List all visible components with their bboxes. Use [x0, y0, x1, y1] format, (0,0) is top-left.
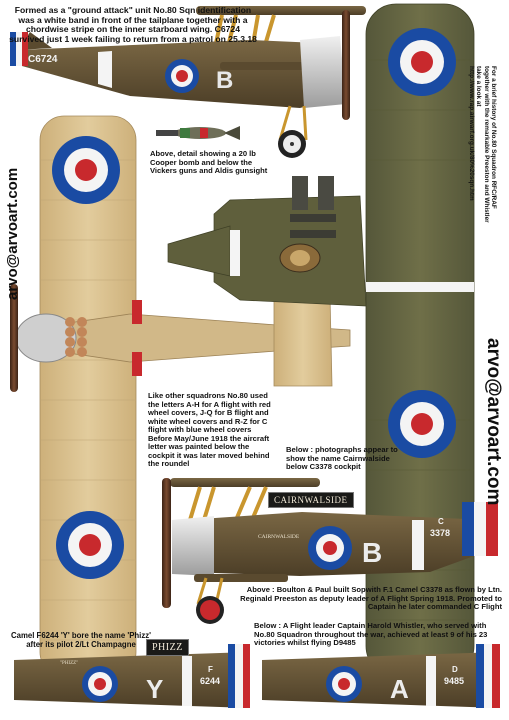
identification-band [98, 51, 112, 88]
caption-phizz: Camel F6244 'Y' bore the name 'Phizz' af… [10, 631, 151, 649]
serial-c3378-c: C [438, 517, 444, 526]
letter-a: A [390, 674, 409, 704]
caption-letters: Like other squadrons No.80 used the lett… [148, 391, 271, 468]
caption-bomb: Above, detail showing a 20 lb Cooper bom… [150, 149, 268, 175]
profile-c6724: C6724 B [10, 6, 366, 158]
serial-f6244-f: F [208, 665, 213, 674]
upper-wing [196, 6, 366, 15]
chordwise-stripe [366, 282, 474, 292]
letter-y: Y [146, 674, 163, 704]
cabane-struts [210, 14, 276, 63]
serial-d9485-d: D [452, 665, 458, 674]
profile-d9485: A D 9485 [262, 644, 500, 708]
reference-note: For a brief history of No.80 Squadron RF… [467, 66, 497, 223]
caption-photos: Below : photographs appear to show the n… [286, 445, 398, 471]
brand-email-left: arvo@arvoart.com [4, 167, 21, 300]
brand-email-right: arvo@arvoart.com [483, 338, 504, 506]
serial-f6244-num: 6244 [200, 676, 220, 686]
letter-top: B [216, 67, 233, 94]
serial-d9485-num: 9485 [444, 676, 464, 686]
plan-upperside [167, 3, 475, 677]
cowling [300, 36, 346, 108]
profile-f6244: Y "PHIZZ" F 6244 [14, 644, 250, 708]
caption-top: Formed as a "ground attack" unit No.80 S… [9, 5, 257, 44]
serial-c3378-num: 3378 [430, 528, 450, 538]
caption-whistler: Below : A Flight leader Captain Harold W… [254, 621, 488, 647]
fuselage-name-cairnwalside: CAIRNWALSIDE [258, 534, 300, 540]
profile-c3378: C 3378 B CAIRNWALSIDE [162, 478, 498, 624]
wheel-cover-red [200, 600, 220, 620]
fuselage-name-phizz: "PHIZZ" [60, 661, 78, 666]
nameplate-cairnwalside: CAIRNWALSIDE [268, 492, 354, 508]
letter-main: B [362, 537, 382, 568]
cooper-bomb [156, 126, 240, 140]
plan-underside [10, 115, 351, 677]
caption-c3378: Above : Boulton & Paul built Sopwith F.1… [240, 585, 502, 611]
serial-c6724: C6724 [28, 54, 58, 65]
upper-wing-top [365, 3, 475, 677]
nameplate-phizz: PHIZZ [146, 639, 189, 656]
propeller [342, 10, 350, 120]
